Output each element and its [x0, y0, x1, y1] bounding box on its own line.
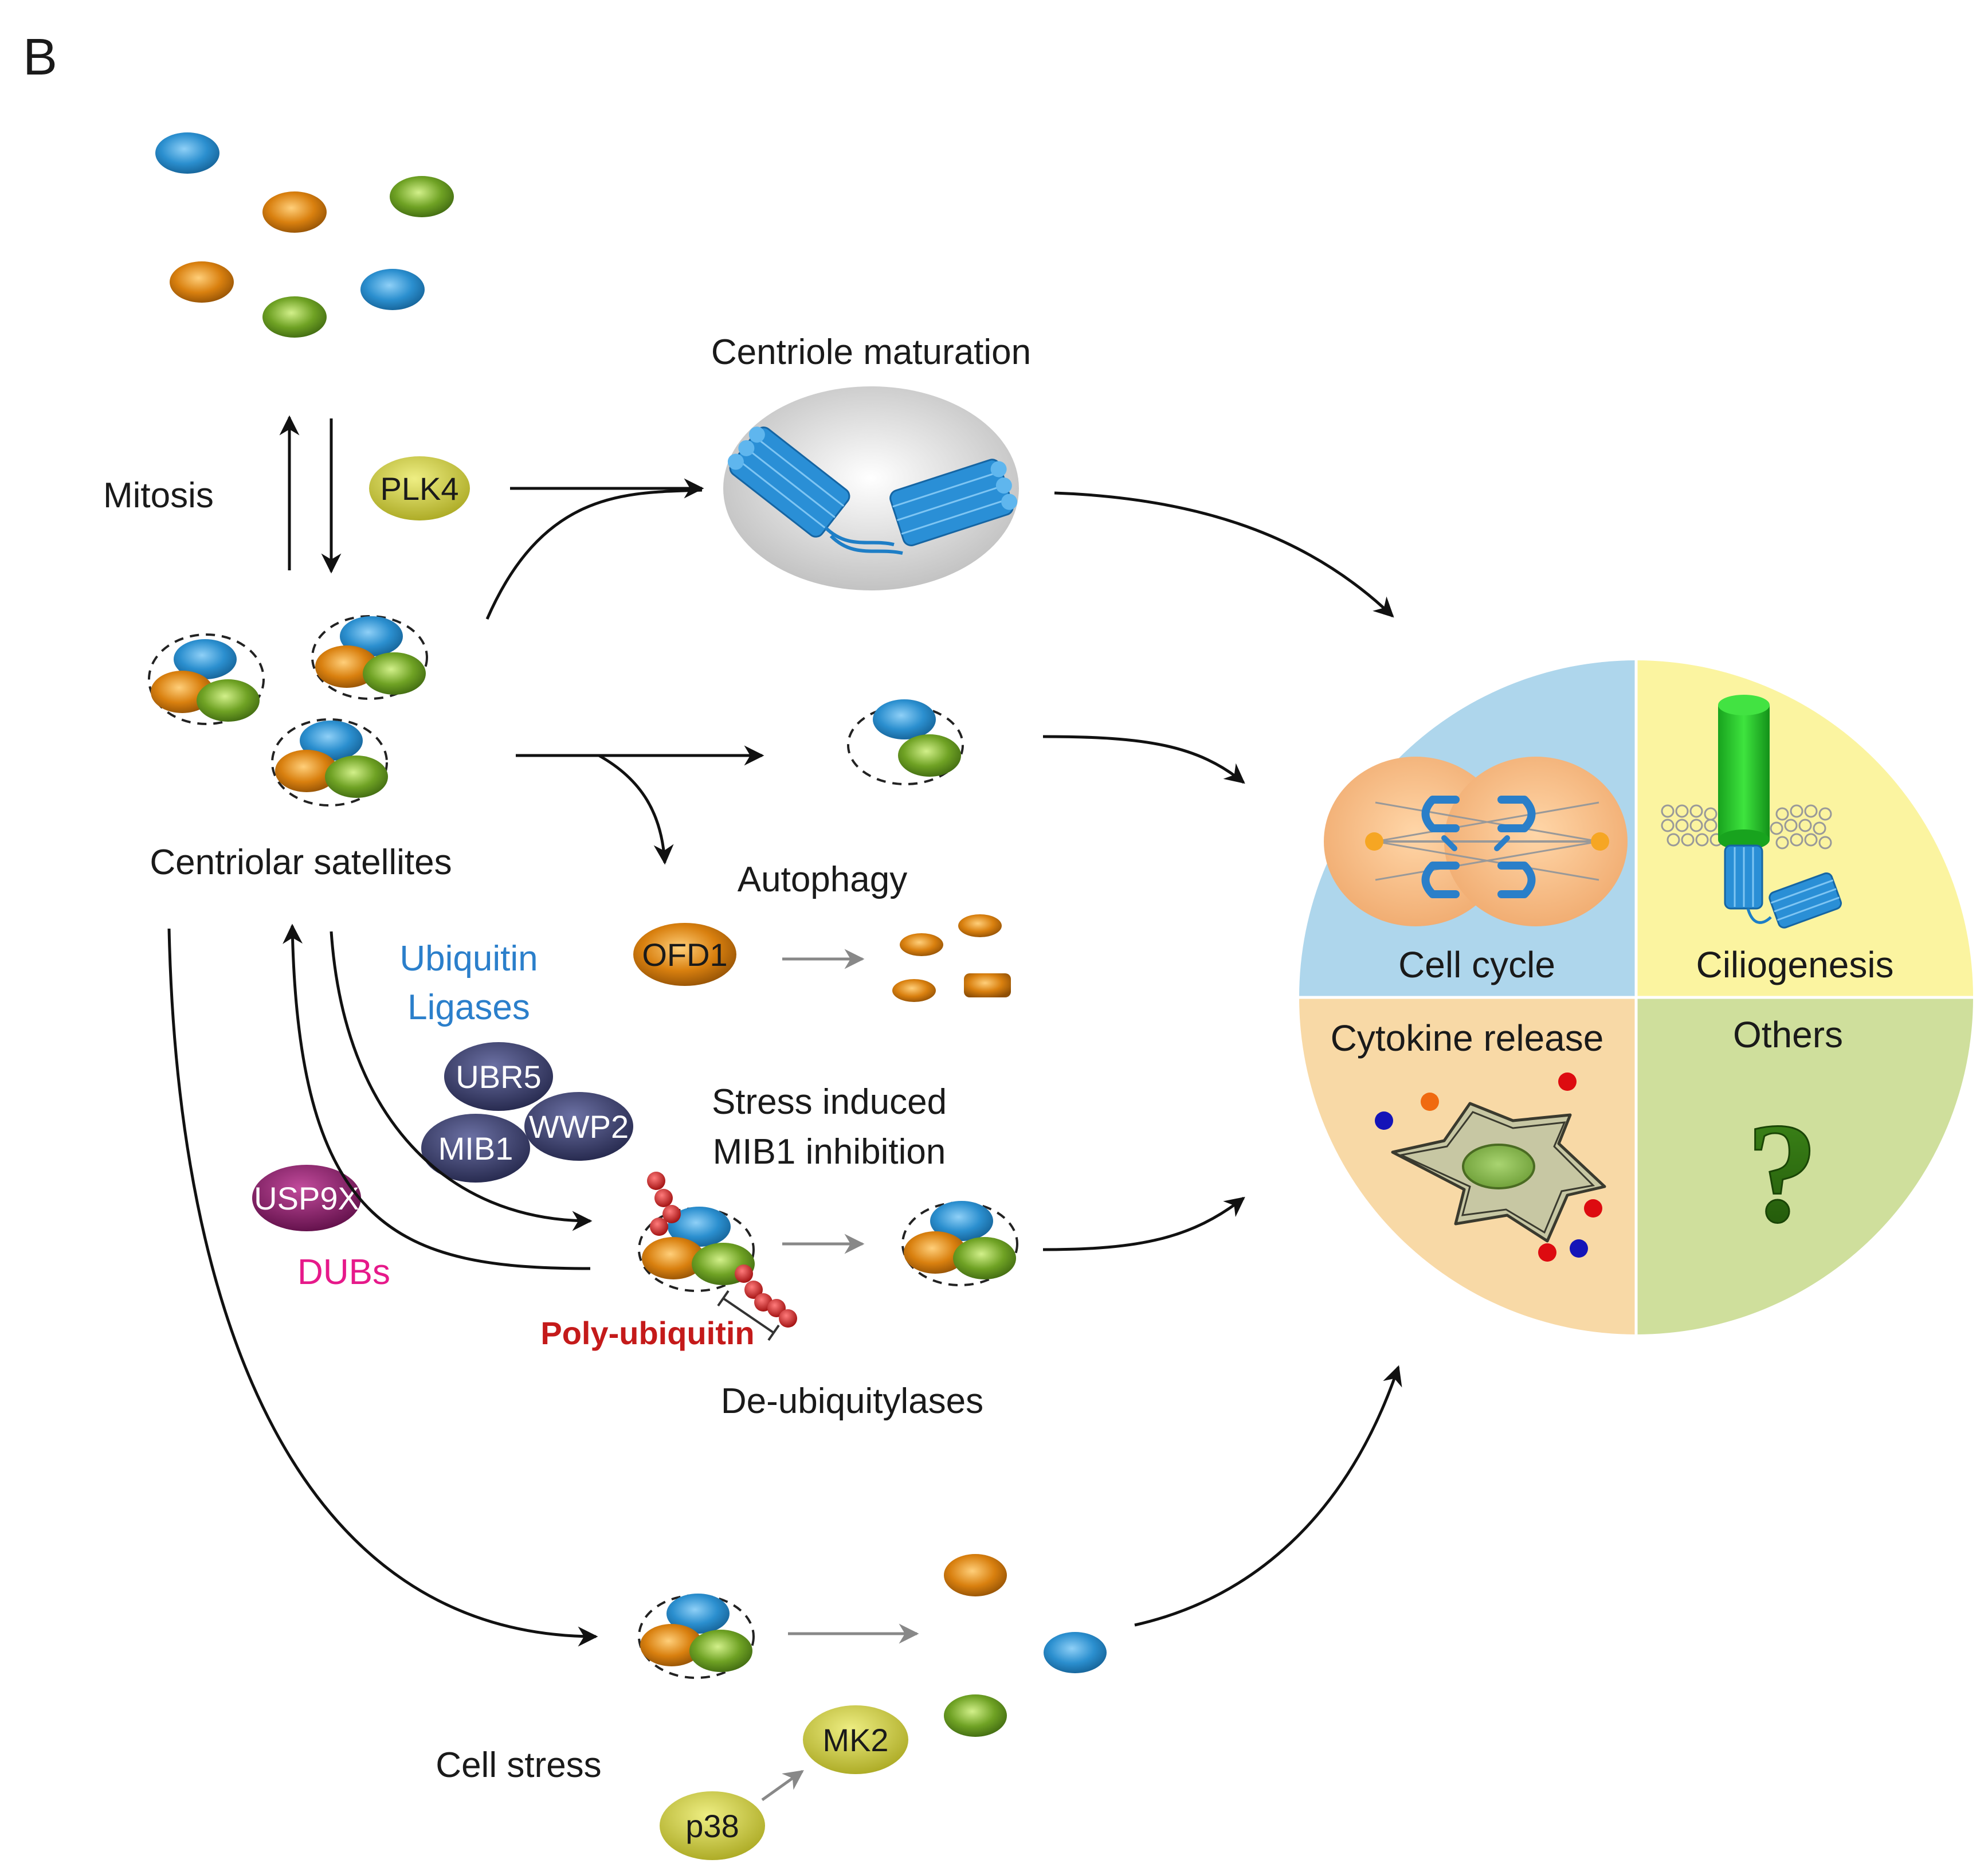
- centriole-left: [727, 426, 850, 538]
- mitosis-label: Mitosis: [103, 476, 214, 515]
- stabilized-cluster: [901, 1201, 1018, 1286]
- ofd1-protein: [633, 923, 736, 986]
- ofd1-fragments: [892, 914, 1011, 1002]
- mib1-label: MIB1: [438, 1130, 513, 1167]
- remodeled-cluster: [847, 699, 964, 785]
- quadrant-others: [1636, 997, 1973, 1334]
- mk2-protein: [803, 1705, 908, 1774]
- centriole-right: [889, 459, 1018, 546]
- ubiquitylation-arrow: [330, 931, 593, 1231]
- maturation-to-outcome-arrow: [1054, 491, 1394, 618]
- protein-blue: [155, 132, 219, 174]
- mk2-label: MK2: [822, 1722, 888, 1758]
- poly-ubiquitin-label: Poly-ubiquitin: [540, 1315, 754, 1351]
- autophagy-label: Autophagy: [738, 860, 907, 899]
- protein-green: [262, 296, 327, 338]
- centriolar-satellites-label: Centriolar satellites: [150, 843, 452, 882]
- others-label: Others: [1733, 1014, 1843, 1055]
- satellite-cluster: [311, 615, 428, 700]
- p38-to-mk2-arrow: [761, 1770, 804, 1802]
- panel-letter: B: [23, 29, 57, 86]
- p38-label: p38: [685, 1808, 739, 1844]
- free-satellite-proteins: [155, 132, 454, 338]
- protein-green: [390, 176, 454, 217]
- plk4-protein: [369, 456, 470, 520]
- ciliogenesis-label: Ciliogenesis: [1696, 944, 1893, 985]
- protein-orange: [262, 191, 327, 233]
- remodel-to-outcome-arrow: [1042, 735, 1245, 784]
- p38-protein: [660, 1791, 765, 1860]
- wwp2-protein: [524, 1092, 633, 1161]
- stress-cluster: [638, 1594, 755, 1679]
- ofd1-label: OFD1: [642, 937, 727, 973]
- satellites-to-maturation-arrow: [485, 488, 703, 620]
- protein-blue: [360, 269, 425, 310]
- usp9x-protein: [252, 1165, 361, 1231]
- stress-label-2: MIB1 inhibition: [713, 1132, 946, 1172]
- satellite-cluster: [271, 718, 388, 807]
- protein-orange: [170, 261, 234, 303]
- cell-stress-label: Cell stress: [436, 1745, 601, 1785]
- dubs-label: DUBs: [297, 1252, 390, 1292]
- stress-to-outcome-arrow: [1134, 1365, 1402, 1627]
- ubiquitin-ligases-label-2: Ligases: [407, 988, 530, 1027]
- wwp2-label: WWP2: [529, 1109, 629, 1145]
- de-ubiquitylases-label: De-ubiquitylases: [721, 1381, 983, 1421]
- centriole-pair: [723, 386, 1019, 590]
- stabilized-to-outcome-arrow: [1042, 1196, 1245, 1251]
- poly-ubiquitin-chain: [647, 1172, 797, 1328]
- usp9x-label: USP9X: [254, 1180, 359, 1216]
- plk4-label: PLK4: [381, 471, 459, 507]
- secreting-cell-illustration: [1375, 1072, 1606, 1262]
- deubiquitylation-arrow: [283, 923, 591, 1270]
- dividing-cell-illustration: [1324, 757, 1628, 926]
- dub-inhibition-bar: [722, 1297, 775, 1334]
- question-mark: ?: [1747, 1094, 1818, 1252]
- ubr5-protein: [444, 1042, 553, 1111]
- cell-cycle-label: Cell cycle: [1398, 944, 1555, 985]
- centriole-background: [723, 386, 1019, 590]
- ubr5-label: UBR5: [456, 1059, 541, 1095]
- cilium-illustration: [1661, 695, 1842, 929]
- stress-label-1: Stress induced: [712, 1082, 947, 1122]
- cytokine-release-label: Cytokine release: [1331, 1017, 1604, 1059]
- mib1-protein: [421, 1114, 530, 1183]
- to-cell-stress-arrow: [167, 928, 598, 1647]
- dispersed-proteins: [944, 1554, 1107, 1737]
- ubiquitin-ligases-label-1: Ubiquitin: [399, 939, 538, 978]
- satellite-cluster: [148, 633, 265, 725]
- centriole-maturation-label: Centriole maturation: [711, 332, 1031, 372]
- to-autophagy-arrow: [598, 754, 674, 865]
